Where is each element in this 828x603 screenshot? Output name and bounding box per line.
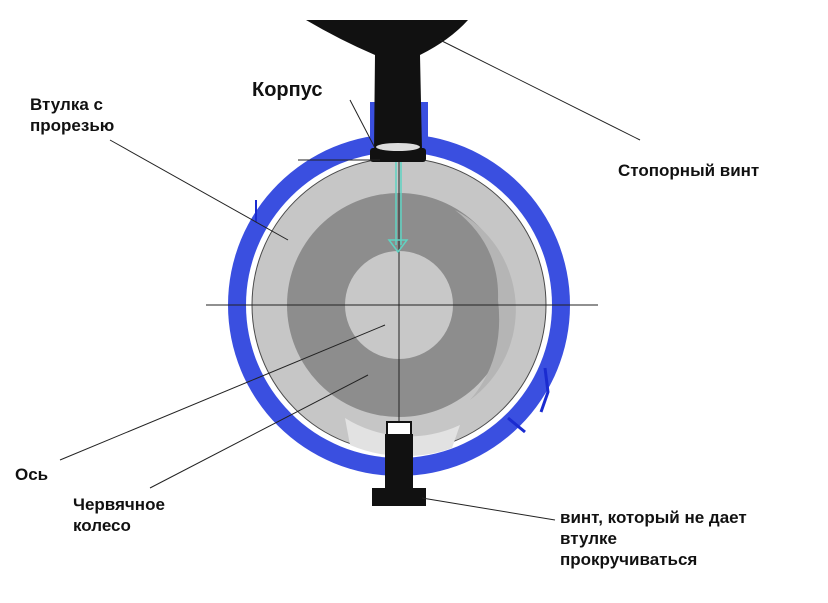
stop-screw-tip [370,148,426,162]
leader-korpus [349,99,376,149]
label-stop-screw: Стопорный винт [618,161,760,180]
housing-mark-lower [507,416,526,434]
housing-mark-right [539,367,550,413]
label-worm-wheel: Червячное колесо [73,495,165,535]
bottom-screw-head-slot [386,421,412,437]
label-axle: Ось [15,465,49,484]
leader-vint [421,497,556,521]
label-slotted-sleeve: Втулка с прорезью [30,95,115,135]
worm-wheel-shade [455,210,516,400]
bottom-screw-head [372,488,426,506]
bottom-screw-body [385,434,413,492]
leader-vtulka [109,139,289,241]
force-arrow-head [387,239,409,254]
leader-stopor [439,39,641,141]
leader-os [59,324,386,461]
stop-screw-handle [306,20,468,150]
label-housing: Корпус [252,79,323,101]
leader-cherv [149,374,369,489]
stop-screw-contact [376,143,420,151]
label-anti-rotation-screw: винт, который не дает втулке прокручиват… [560,508,747,569]
